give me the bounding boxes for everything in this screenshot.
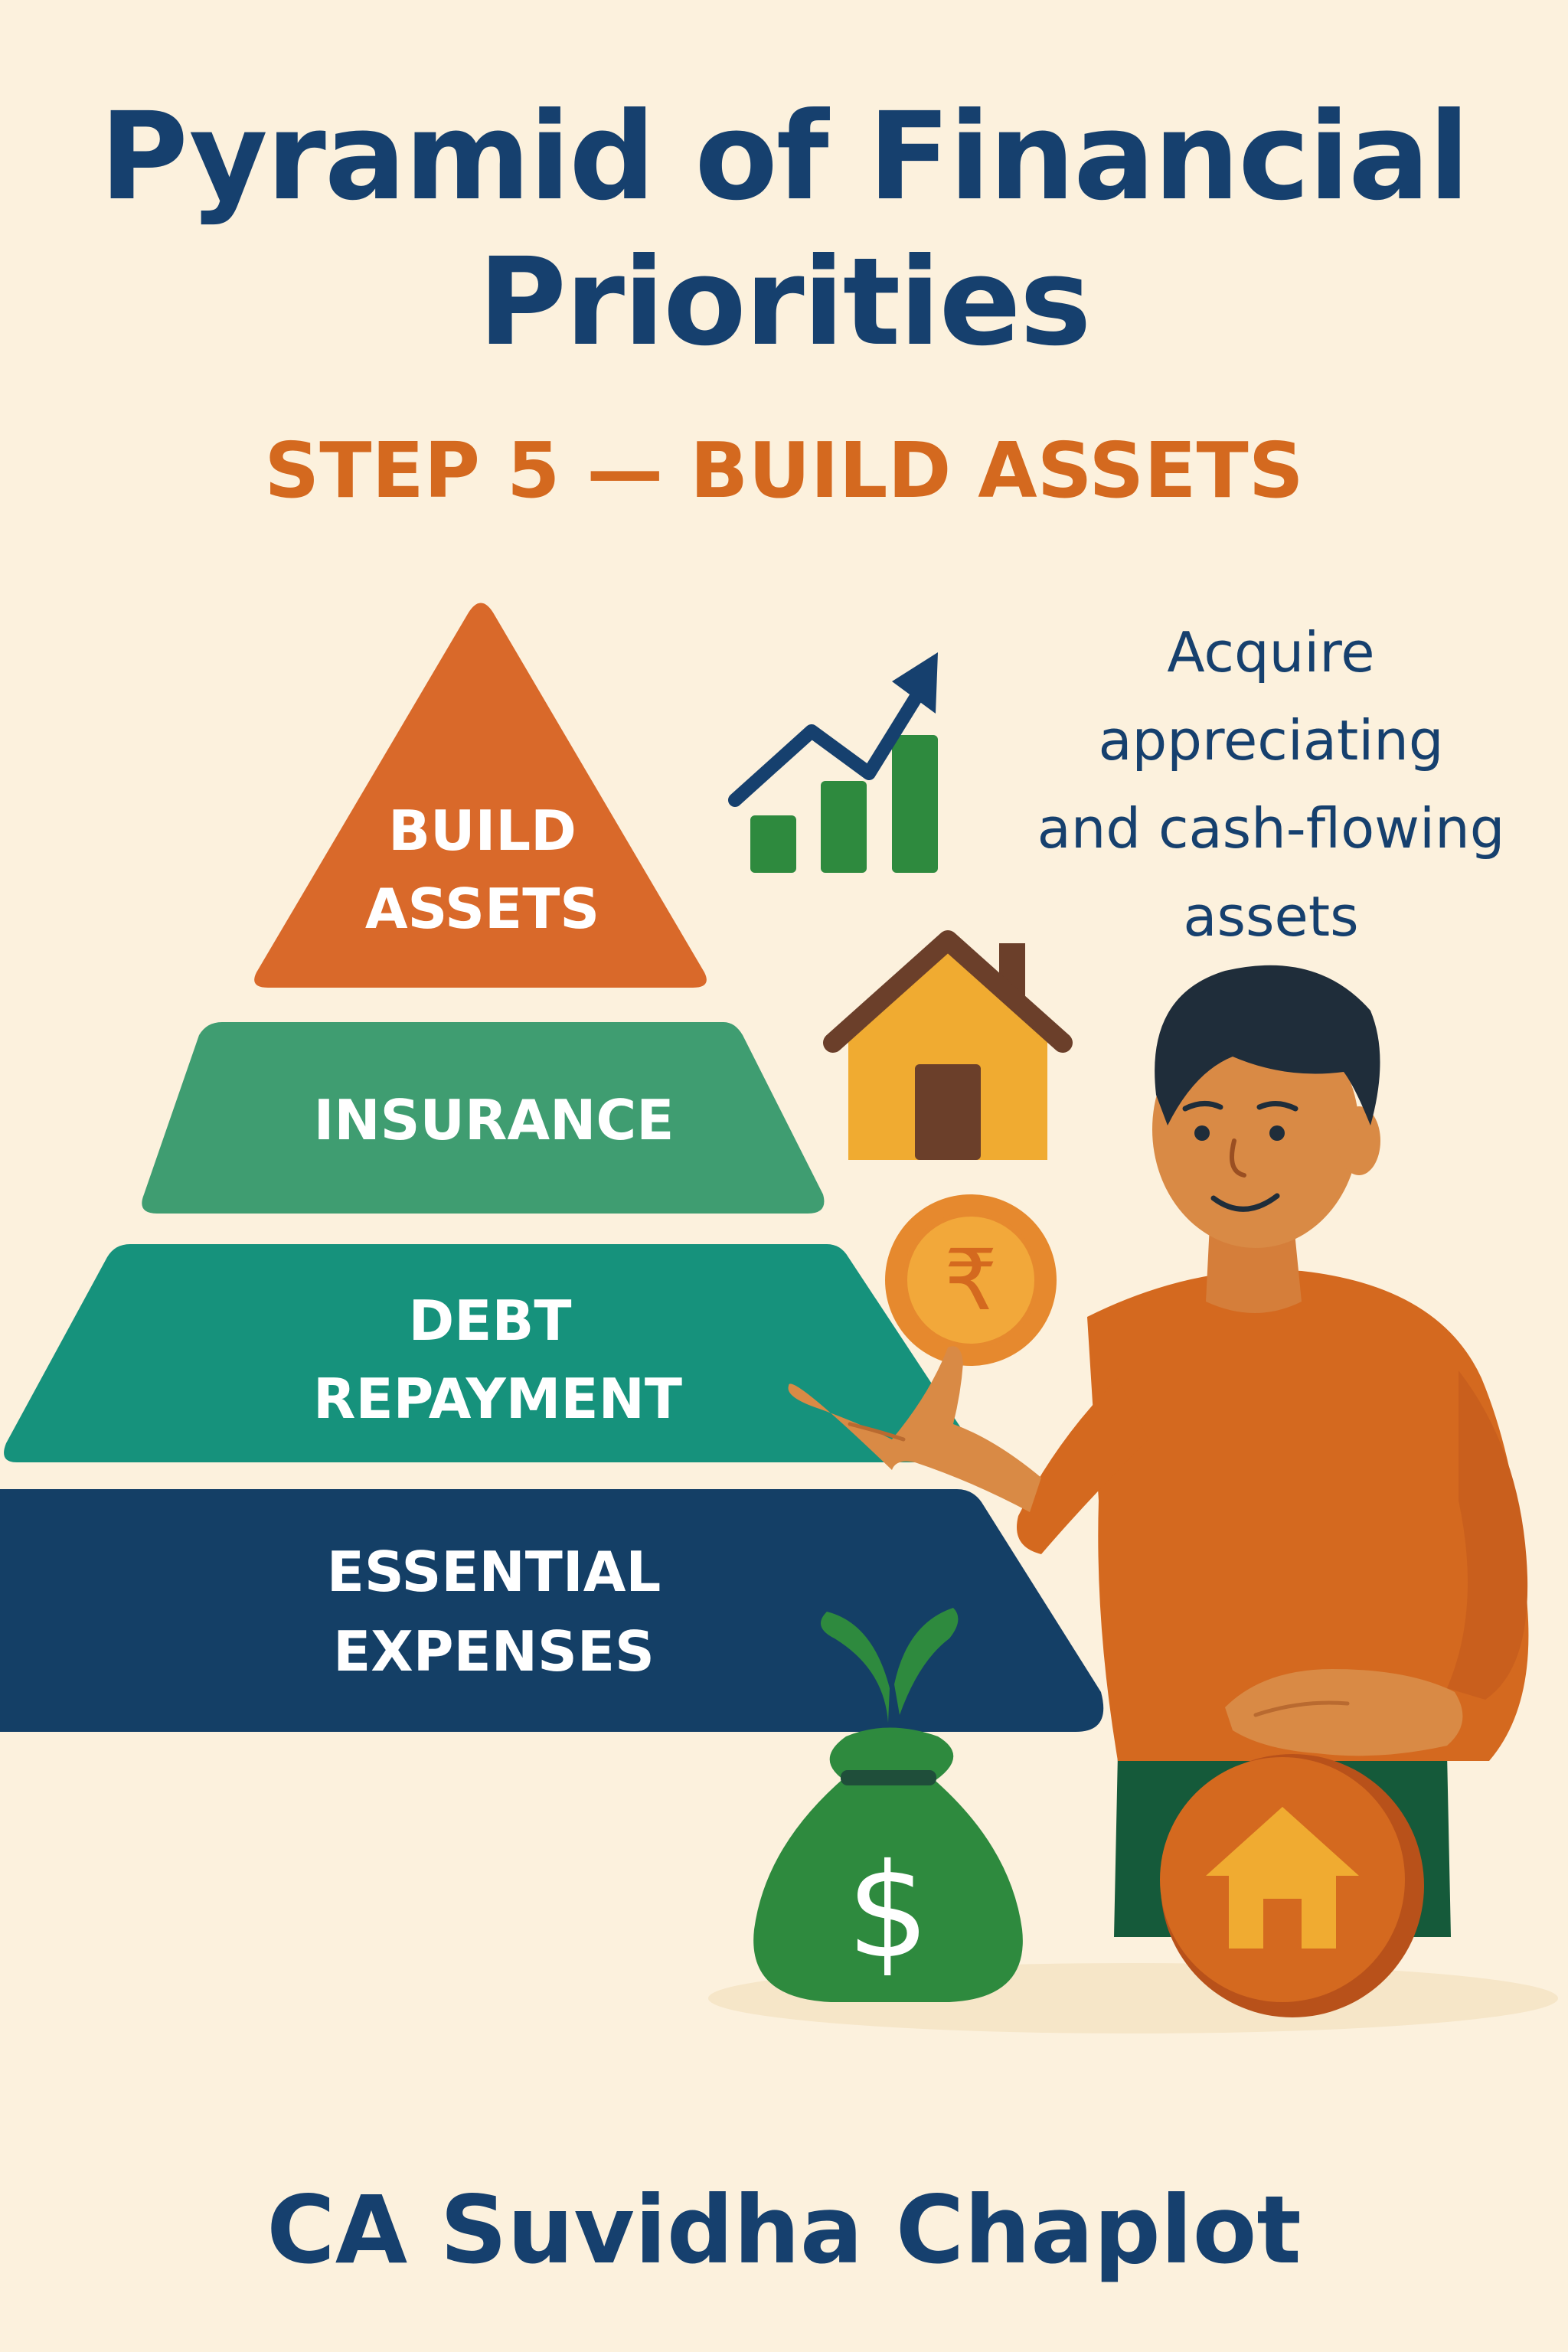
caption-line: and cash-flowing [1037,796,1505,861]
money-bag-symbol: $ [847,1836,929,1988]
step-subtitle: STEP 5 — BUILD ASSETS [264,426,1304,515]
pyramid-tier-build-assets [254,603,707,988]
rupee-coin-icon: ₹ [885,1194,1057,1366]
author-name: CA Suvidha Chaplot [266,2176,1302,2285]
house-coin-icon [1160,1754,1424,2017]
tier-label-debt: DEBT [409,1289,572,1353]
page-title: Pyramid of Financial Priorities [100,87,1470,373]
money-bag-icon: $ [753,1608,1023,2002]
caption-line: appreciating [1098,708,1444,773]
growth-chart-icon [728,652,938,873]
pyramid-tier-debt-repayment [4,1244,971,1462]
tier-label-insurance: INSURANCE [314,1088,675,1152]
tier-label-assets: ASSETS [365,877,599,941]
pyramid: BUILD ASSETS INSURANCE DEBT REPAYMENT ES… [0,603,1104,1732]
tier-label-essential: ESSENTIAL [327,1540,662,1604]
tier-label-expenses: EXPENSES [333,1619,655,1684]
step-caption: Acquire appreciating and cash-flowing as… [995,609,1547,961]
pyramid-tier-essential-expenses [0,1489,1104,1732]
tier-label-repayment: REPAYMENT [313,1367,682,1431]
house-icon [823,930,1073,1160]
coin-symbol: ₹ [944,1231,998,1329]
tier-label-build: BUILD [388,799,577,863]
pyramid-tier-insurance [142,1022,825,1214]
caption-line: Acquire [1167,620,1375,684]
caption-line: assets [1183,884,1359,949]
